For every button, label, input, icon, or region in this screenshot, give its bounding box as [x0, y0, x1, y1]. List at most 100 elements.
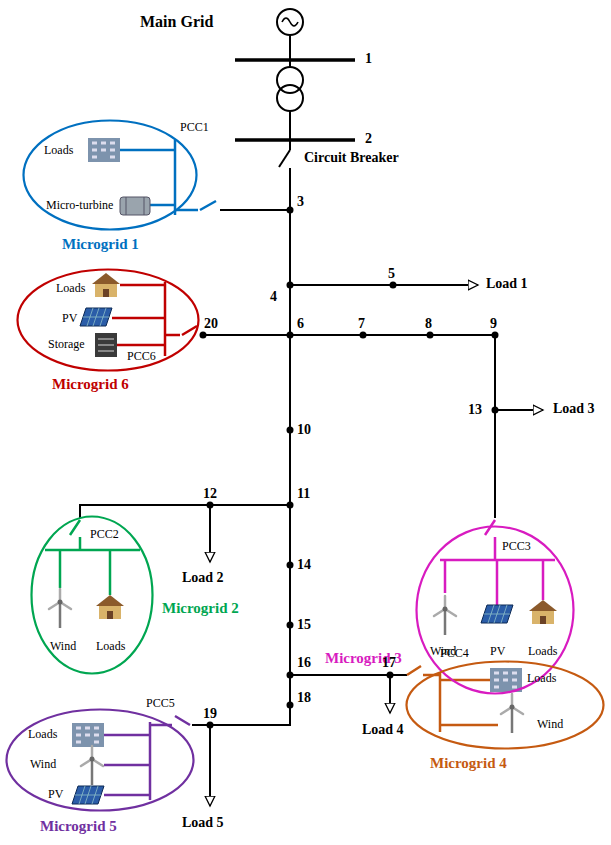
component-label: PCC4: [440, 647, 469, 661]
component-label: Loads: [528, 645, 557, 659]
bus-dot: [287, 332, 294, 339]
bus-dot: [287, 427, 294, 434]
microgrid-ellipse: [24, 121, 197, 230]
microgrid-2-wiring: [45, 520, 140, 595]
bus-label: 17: [382, 655, 396, 671]
microgrid-ellipse: [32, 517, 153, 674]
device-icon: [490, 668, 522, 692]
bus-label: 8: [425, 316, 432, 332]
bus-label: 15: [297, 617, 311, 633]
component-label: Wind: [30, 758, 56, 772]
component-label: PCC5: [146, 697, 175, 711]
load-arrow: [495, 409, 543, 411]
microgrid-outline: [405, 660, 605, 750]
component-label: Loads: [56, 282, 85, 296]
bus-dot: [360, 332, 367, 339]
component-label: Storage: [48, 338, 85, 352]
bus-dot: [200, 332, 207, 339]
load-arrow: [209, 725, 211, 806]
microgrid-region: Microgrid 6LoadsPVStoragePCC6: [16, 268, 200, 372]
microgrid-title: Microgrid 2: [162, 600, 239, 617]
component-label: PV: [48, 788, 63, 802]
microgrid-title: Microgrid 4: [430, 755, 507, 772]
component-label: PCC6: [127, 350, 156, 364]
device-icon: [92, 273, 120, 297]
transformer-symbol: [277, 85, 303, 111]
load-arrow: [210, 285, 543, 806]
bus-dot: [287, 622, 294, 629]
microgrid-outline: [16, 268, 200, 372]
feeder-line: [80, 35, 495, 725]
device-icon: [95, 333, 117, 357]
device-icon: [72, 786, 104, 804]
component-label: PV: [62, 312, 77, 326]
bus-bar: [235, 60, 355, 140]
bus-dot: [492, 332, 499, 339]
microgrid-ellipse: [18, 270, 199, 371]
device-icon: [88, 138, 120, 162]
bus-label: 1: [365, 51, 372, 67]
microgrid-region: Microgrid 2PCC2WindLoads: [30, 515, 154, 675]
load-arrow: [209, 505, 211, 562]
microgrid-outline: [415, 525, 575, 695]
bus-label: 6: [297, 316, 304, 332]
component-label: PCC2: [90, 528, 119, 542]
microgrid-1-wiring: [120, 140, 216, 215]
bus-label: 18: [297, 690, 311, 706]
bus-label: 5: [388, 266, 395, 282]
bus-label: 11: [297, 486, 310, 502]
device-icon: [81, 746, 103, 785]
component-label: Loads: [44, 144, 73, 158]
bus-label: 3: [297, 194, 304, 210]
transformer-symbol: [277, 67, 303, 111]
bus-label: Circuit Breaker: [304, 150, 399, 166]
bus-label: 19: [203, 706, 217, 722]
bus-label: 4: [270, 289, 277, 305]
component-label: Loads: [96, 640, 125, 654]
microgrid-4-wiring: [407, 666, 498, 732]
bus-label: Load 4: [362, 722, 404, 738]
bus-label: 14: [297, 557, 311, 573]
microgrid-2-wiring: [45, 520, 140, 595]
bus-label: Load 2: [182, 570, 224, 586]
microgrid-ellipse: [407, 662, 604, 749]
bus-dot: [200, 207, 499, 729]
component-label: PCC1: [180, 121, 209, 135]
bus-dot: [492, 407, 499, 414]
bus-dot: [387, 672, 394, 679]
bus-dot: [287, 672, 294, 679]
device-icon: [49, 589, 71, 628]
bus-dot: [207, 502, 214, 509]
microgrid-1-wiring: [120, 140, 216, 215]
component-label: Micro-turbine: [46, 199, 113, 213]
bus-label: Load 3: [553, 401, 595, 417]
bus-dot: [390, 282, 397, 289]
device-icon: [80, 308, 112, 326]
device-icon: [72, 723, 104, 747]
device-icon: [120, 197, 150, 215]
bus-dot: [287, 702, 294, 709]
microgrid-outline: [22, 119, 198, 231]
microgrid-ellipse: [417, 527, 574, 694]
microgrid-region: Microgrid 4PCC4LoadsWind: [405, 660, 605, 750]
microgrid-ellipse: [7, 710, 194, 811]
feeder-line: [279, 150, 290, 167]
bus-dot: [287, 282, 294, 289]
bus-dot: [287, 207, 294, 214]
microgrid-region: Microgrid 3PCC3WindPVLoads: [415, 525, 575, 695]
device-icon: [49, 138, 557, 804]
main-grid-source: [277, 9, 303, 35]
bus-label: 7: [358, 316, 365, 332]
bus-dot: [287, 562, 294, 569]
bus-dot: [207, 722, 214, 729]
microgrid-title: Microgrid 5: [40, 818, 117, 835]
device-icon: [434, 596, 456, 635]
component-label: Wind: [50, 640, 76, 654]
bus-label: Load 1: [486, 276, 528, 292]
microgrid-3-wiring: [440, 520, 555, 605]
component-label: Loads: [28, 728, 57, 742]
bus-label: 13: [468, 402, 482, 418]
component-label: Wind: [537, 718, 563, 732]
main-grid-source: [282, 18, 298, 26]
device-icon: [96, 595, 124, 619]
